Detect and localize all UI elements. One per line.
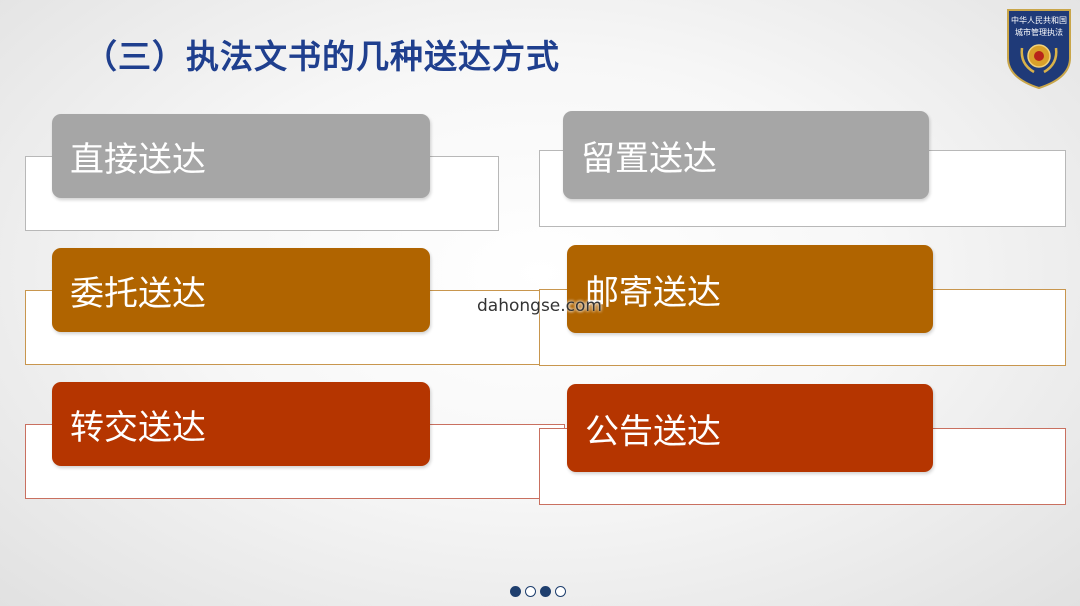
method-label-mail: 邮寄送达 bbox=[585, 272, 721, 313]
method-card-announcement[interactable]: 公告送达 bbox=[567, 384, 933, 472]
pagination-dot-4[interactable] bbox=[555, 586, 566, 597]
method-card-lien[interactable]: 留置送达 bbox=[563, 111, 929, 199]
method-label-transfer: 转交送达 bbox=[70, 407, 206, 448]
pagination-dot-2[interactable] bbox=[525, 586, 536, 597]
slide-pagination bbox=[510, 586, 566, 597]
method-card-direct[interactable]: 直接送达 bbox=[52, 114, 430, 198]
city-management-emblem: 中华人民共和国 城市管理执法 bbox=[1007, 9, 1071, 90]
emblem-middle-text: 城市管理执法 bbox=[1015, 27, 1063, 37]
method-label-direct: 直接送达 bbox=[70, 139, 206, 180]
pagination-dot-1[interactable] bbox=[510, 586, 521, 597]
method-card-transfer[interactable]: 转交送达 bbox=[52, 382, 430, 466]
method-card-mail[interactable]: 邮寄送达 bbox=[567, 245, 933, 333]
method-card-entrust[interactable]: 委托送达 bbox=[52, 248, 430, 332]
method-label-announcement: 公告送达 bbox=[585, 411, 721, 452]
pagination-dot-3[interactable] bbox=[540, 586, 551, 597]
method-label-lien: 留置送达 bbox=[581, 138, 717, 179]
watermark-text: dahongse.com bbox=[477, 296, 602, 316]
method-label-entrust: 委托送达 bbox=[70, 273, 206, 314]
emblem-top-text: 中华人民共和国 bbox=[1011, 15, 1067, 25]
slide-title: （三）执法文书的几种送达方式 bbox=[84, 37, 560, 76]
